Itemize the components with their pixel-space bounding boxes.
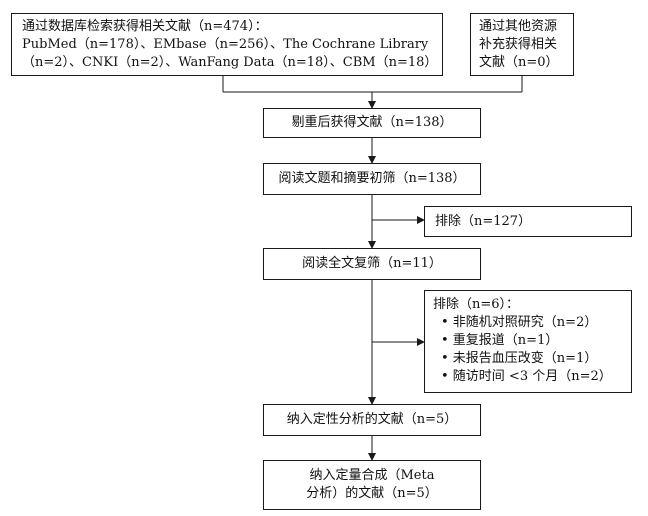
excluded-second-heading: 排除（n=6）： — [433, 297, 520, 312]
excluded-first-text: 排除（n=127） — [435, 214, 532, 229]
box-excluded-first: 排除（n=127） — [424, 206, 632, 237]
box-fulltext-screen: 阅读全文复筛（n=11） — [263, 248, 481, 280]
fulltext-screen-text: 阅读全文复筛（n=11） — [302, 256, 442, 271]
excluded-reason-item: • 重复报道（n=1） — [441, 333, 559, 348]
excluded-reason-item: • 未报告血压改变（n=1） — [441, 351, 598, 366]
box-qualitative: 纳入定性分析的文献（n=5） — [263, 404, 481, 436]
database-search-line-3: （n=2）、CNKI（n=2）、WanFang Data（n=18）、CBM（n… — [22, 55, 438, 70]
box-excluded-second: 排除（n=6）： • 非随机对照研究（n=2） • 重复报道（n=1） • 未报… — [424, 290, 632, 393]
box-title-abstract-screen: 阅读文题和摘要初筛（n=138） — [263, 163, 481, 195]
other-sources-line-1: 通过其他资源 — [479, 19, 558, 34]
excluded-reason-item: • 非随机对照研究（n=2） — [441, 315, 598, 330]
excluded-reason-item: • 随访时间 <3 个月（n=2） — [441, 369, 612, 384]
quantitative-line-1: 纳入定量合成（Meta — [309, 468, 435, 483]
after-dedup-text: 剔重后获得文献（n=138） — [291, 115, 453, 130]
box-database-search: 通过数据库检索获得相关文献（n=474）： PubMed（n=178）、EMba… — [11, 13, 443, 76]
box-quantitative: 纳入定量合成（Meta 分析）的文献（n=5） — [263, 460, 481, 510]
title-abstract-screen-text: 阅读文题和摘要初筛（n=138） — [278, 171, 466, 186]
database-search-line-2: PubMed（n=178）、EMbase（n=256）、The Cochrane… — [22, 37, 429, 52]
other-sources-line-2: 补充获得相关 — [479, 37, 558, 52]
database-search-line-1: 通过数据库检索获得相关文献（n=474）： — [22, 19, 268, 34]
box-other-sources: 通过其他资源 补充获得相关 文献（n=0） — [470, 13, 574, 76]
other-sources-line-3: 文献（n=0） — [479, 55, 559, 70]
qualitative-text: 纳入定性分析的文献（n=5） — [286, 412, 458, 427]
box-after-dedup: 剔重后获得文献（n=138） — [263, 108, 481, 138]
quantitative-line-2: 分析）的文献（n=5） — [306, 486, 438, 501]
